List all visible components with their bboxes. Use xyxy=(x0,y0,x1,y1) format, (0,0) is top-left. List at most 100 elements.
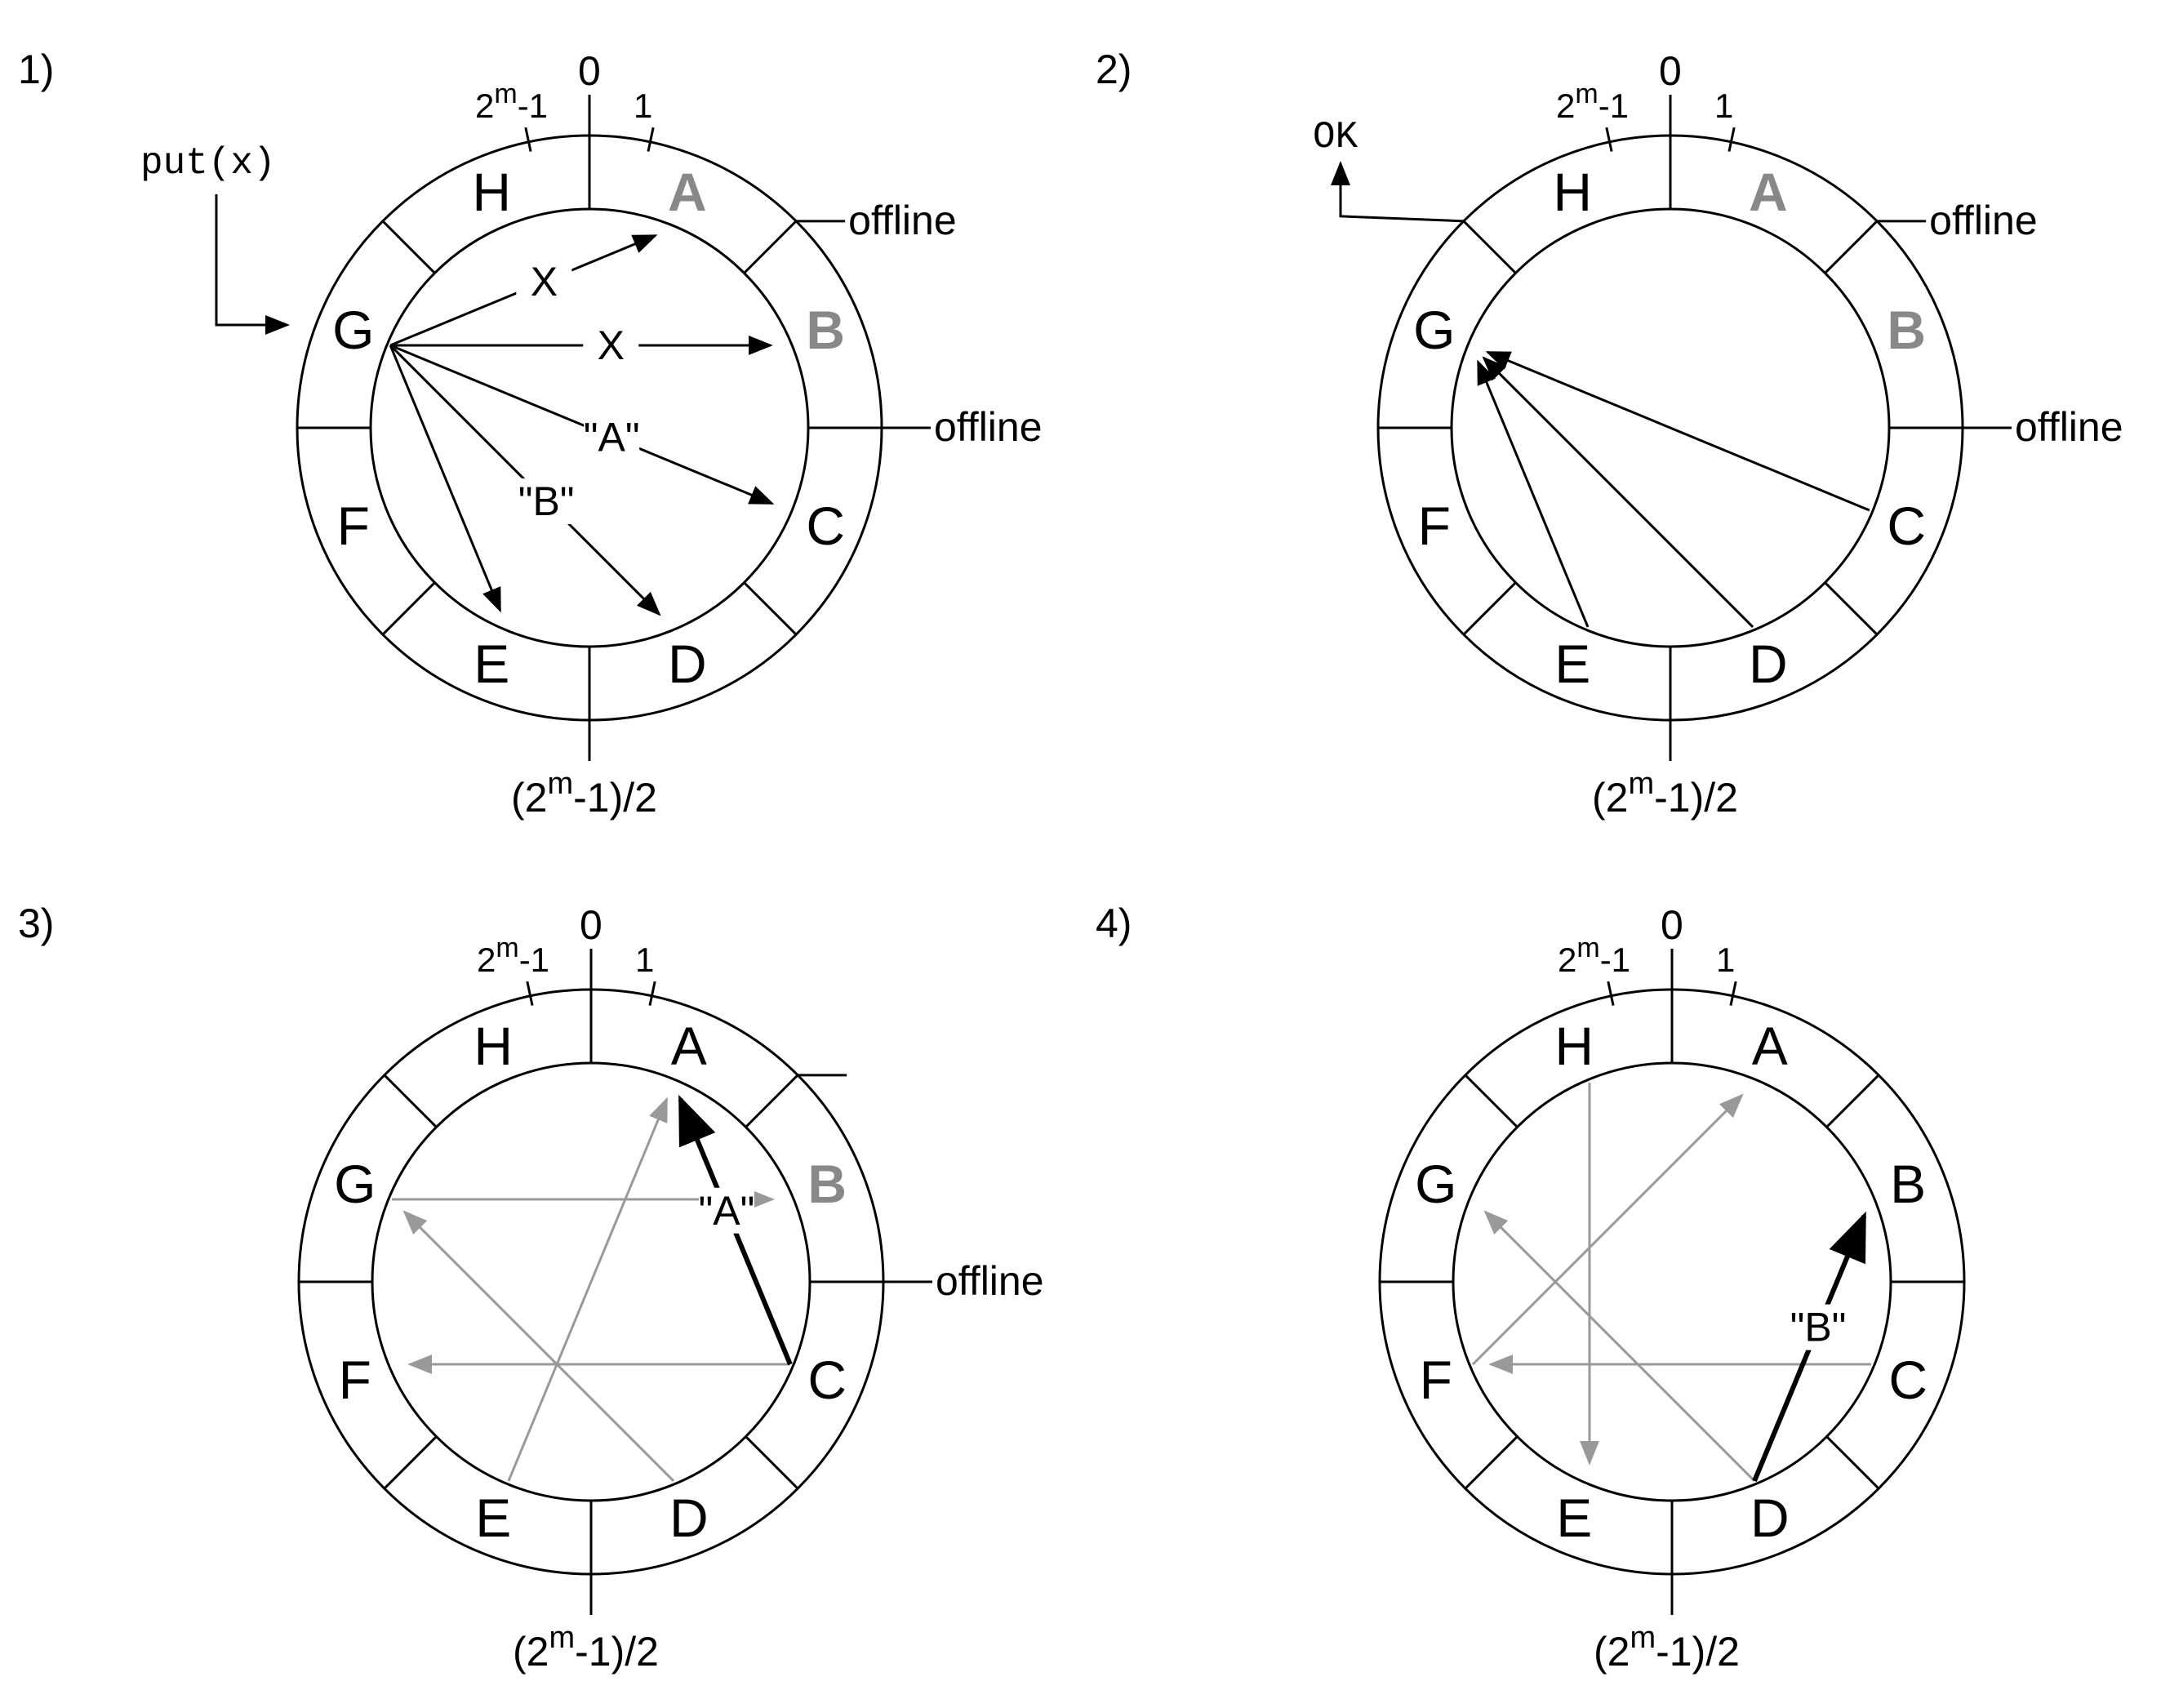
node-H: H xyxy=(1554,1016,1594,1076)
response-label: OK xyxy=(1313,116,1358,158)
segment-divider xyxy=(745,1435,799,1490)
message-arrow-D-to-G xyxy=(1482,356,1754,628)
arrow-label: "A" xyxy=(698,1188,754,1234)
position-tick xyxy=(1605,127,1613,152)
position-tick xyxy=(1727,127,1736,152)
node-F: F xyxy=(1418,496,1451,556)
node-C: C xyxy=(806,496,845,556)
position-max-label: 2m-1 xyxy=(477,932,549,979)
node-E: E xyxy=(475,1488,511,1548)
arrow-label-background xyxy=(583,322,639,368)
message-arrow-G-to-E xyxy=(389,345,501,613)
segment-divider xyxy=(745,1074,799,1128)
position-tick xyxy=(1729,981,1737,1006)
segment-divider xyxy=(381,220,436,274)
node-F: F xyxy=(1420,1350,1452,1410)
node-G: G xyxy=(332,300,374,360)
node-H: H xyxy=(472,162,511,222)
node-B: B xyxy=(807,1154,847,1214)
offline-label: offline xyxy=(934,404,1043,450)
position-tick xyxy=(524,127,532,152)
segment-divider xyxy=(1824,581,1879,636)
position-one-label: 1 xyxy=(634,87,652,125)
arrow-label: "A" xyxy=(584,414,640,460)
segment-divider xyxy=(1825,1435,1880,1490)
node-G: G xyxy=(334,1154,376,1214)
position-one-label: 1 xyxy=(1716,941,1735,979)
position-one-label: 1 xyxy=(1714,87,1733,125)
node-E: E xyxy=(474,634,509,694)
position-max-label: 2m-1 xyxy=(1558,932,1630,979)
position-tick xyxy=(526,981,534,1006)
segment-divider xyxy=(383,1435,438,1490)
message-arrow-D-to-G xyxy=(1483,1210,1756,1482)
message-arrow-G-to-C xyxy=(389,344,775,505)
arrow-label-background xyxy=(698,1187,754,1234)
node-C: C xyxy=(1888,1350,1928,1410)
arrow-label-background xyxy=(1790,1304,1847,1350)
arrow-label: X xyxy=(598,322,625,368)
message-arrow-F-to-A xyxy=(1472,1093,1744,1366)
request-arrow xyxy=(215,194,290,335)
message-arrow-E-to-A xyxy=(507,1096,668,1482)
message-arrow-C-to-G xyxy=(1485,351,1870,512)
segment-divider xyxy=(1824,220,1879,274)
segment-divider xyxy=(383,1074,438,1128)
node-E: E xyxy=(1554,634,1590,694)
node-G: G xyxy=(1415,1154,1456,1214)
node-F: F xyxy=(337,496,370,556)
response-arrow xyxy=(1331,161,1464,223)
arrow-label-background xyxy=(518,478,575,525)
position-one-label: 1 xyxy=(635,941,654,979)
node-E: E xyxy=(1556,1488,1592,1548)
offline-label: offline xyxy=(2015,404,2123,450)
segment-divider xyxy=(1462,581,1517,636)
node-D: D xyxy=(668,634,707,694)
segment-divider xyxy=(381,581,436,636)
panel-number: 2) xyxy=(1096,47,1132,92)
request-label: put(x) xyxy=(140,142,276,185)
position-tick xyxy=(1607,981,1615,1006)
segment-divider xyxy=(1825,1074,1880,1128)
node-G: G xyxy=(1413,300,1455,360)
node-D: D xyxy=(1749,634,1788,694)
panel-1: 1)offlineoffline012m-1(2m-1)/2ABCDEFGHXX… xyxy=(18,47,1043,821)
offline-label: offline xyxy=(848,198,957,243)
position-tick xyxy=(647,127,655,152)
segment-divider xyxy=(1464,1074,1518,1128)
position-zero-label: 0 xyxy=(1661,902,1683,948)
node-A: A xyxy=(671,1016,707,1076)
offline-label: offline xyxy=(1929,198,2038,243)
position-zero-label: 0 xyxy=(578,48,601,94)
message-arrow-D-to-G xyxy=(402,1210,675,1482)
inner-ring xyxy=(1452,1061,1892,1502)
position-half-label: (2m-1)/2 xyxy=(1594,1621,1740,1675)
node-B: B xyxy=(1887,300,1926,360)
node-B: B xyxy=(1890,1154,1926,1214)
arrow-label-background xyxy=(584,414,640,460)
segment-divider xyxy=(1462,220,1517,274)
segment-divider xyxy=(743,581,798,636)
panel-number: 4) xyxy=(1096,901,1132,946)
node-B: B xyxy=(806,300,845,360)
node-H: H xyxy=(474,1016,513,1076)
node-H: H xyxy=(1553,162,1592,222)
arrow-label: "B" xyxy=(518,478,575,524)
position-half-label: (2m-1)/2 xyxy=(1592,767,1738,821)
offline-label: offline xyxy=(936,1258,1044,1304)
node-F: F xyxy=(339,1350,371,1410)
arrow-label: "B" xyxy=(1790,1305,1847,1350)
arrow-label-background xyxy=(516,258,572,305)
panel-number: 1) xyxy=(18,47,54,92)
position-half-label: (2m-1)/2 xyxy=(511,767,657,821)
position-zero-label: 0 xyxy=(580,902,603,948)
arrow-label: X xyxy=(531,259,558,305)
position-max-label: 2m-1 xyxy=(1556,78,1629,125)
panel-number: 3) xyxy=(18,901,54,946)
position-half-label: (2m-1)/2 xyxy=(513,1621,659,1675)
position-tick xyxy=(648,981,656,1006)
